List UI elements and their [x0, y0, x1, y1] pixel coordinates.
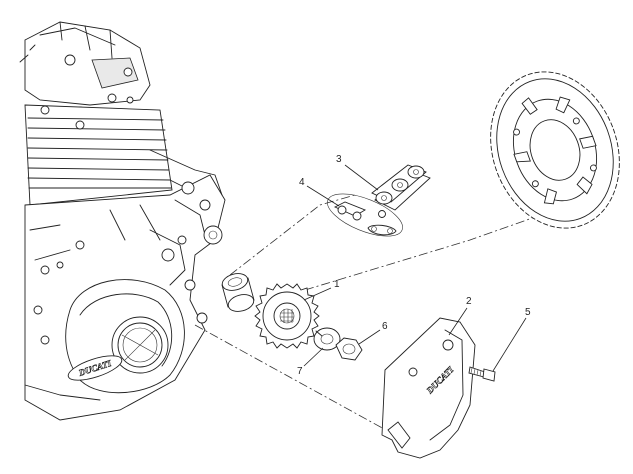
lock-washer: [313, 327, 341, 351]
spacer-bushing: [221, 273, 255, 312]
callout-leaders: [303, 164, 527, 372]
master-link: [327, 193, 403, 237]
callout-2: 2: [466, 296, 472, 307]
callout-5: 5: [525, 307, 531, 318]
front-sprocket: [254, 283, 320, 349]
callout-7: 7: [297, 366, 303, 377]
callout-labels: 1 2 3 4 5 6 7: [297, 154, 531, 377]
callout-3: 3: [336, 154, 342, 165]
engine-assembly: DUCATI: [19, 21, 226, 421]
chain-segment: [371, 164, 431, 211]
cover-bolt: [468, 366, 496, 382]
sprocket-cover: DUCATI: [381, 317, 476, 459]
rear-sprocket: [490, 71, 620, 229]
cylinder-fins: [27, 117, 172, 189]
callout-1: 1: [334, 279, 340, 290]
callout-6: 6: [382, 321, 388, 332]
sprocket-nut: [335, 337, 363, 361]
callout-4: 4: [299, 177, 305, 188]
